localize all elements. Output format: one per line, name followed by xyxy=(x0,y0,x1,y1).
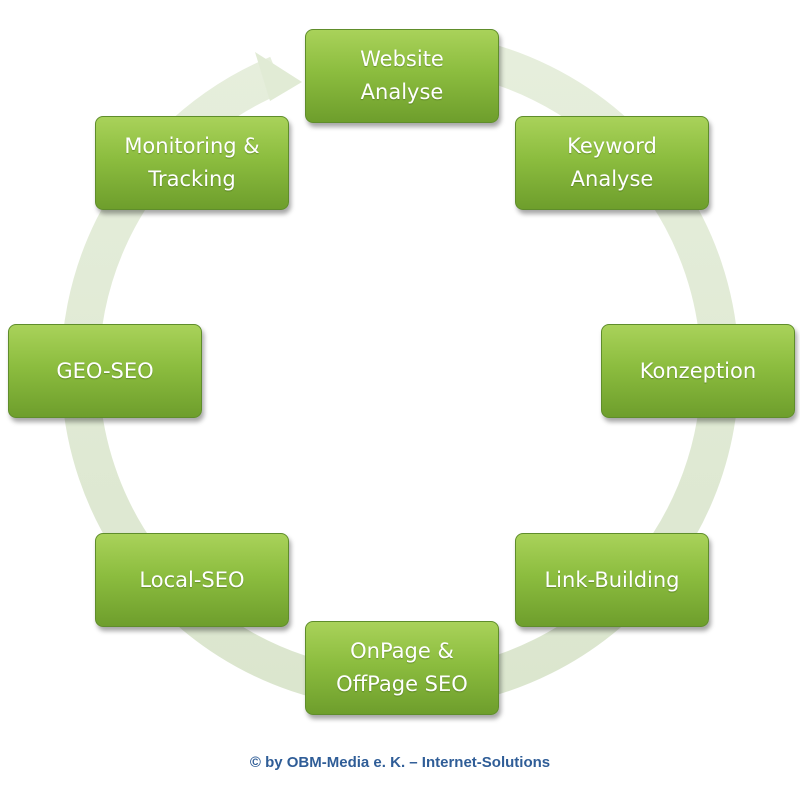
step-label: GEO-SEO xyxy=(56,358,154,383)
step-label: Keyword Analyse xyxy=(567,134,657,191)
step-keyword-analyse: Keyword Analyse xyxy=(515,116,709,210)
step-onpage-offpage-seo: OnPage & OffPage SEO xyxy=(305,621,499,715)
step-label: OnPage & OffPage SEO xyxy=(336,639,468,696)
step-label: Website Analyse xyxy=(360,47,444,104)
step-label: Link-Building xyxy=(544,567,680,592)
step-label: Monitoring & Tracking xyxy=(124,134,260,191)
copyright-text: © by OBM-Media e. K. – Internet-Solution… xyxy=(249,754,551,771)
step-monitoring-tracking: Monitoring & Tracking xyxy=(95,116,289,210)
step-website-analyse: Website Analyse xyxy=(305,29,499,123)
step-label: Konzeption xyxy=(639,358,757,383)
step-konzeption: Konzeption xyxy=(601,324,795,418)
step-label: Local-SEO xyxy=(139,567,245,592)
step-geo-seo: GEO-SEO xyxy=(8,324,202,418)
step-local-seo: Local-SEO xyxy=(95,533,289,627)
cycle-arrowhead xyxy=(255,52,302,101)
step-link-building: Link-Building xyxy=(515,533,709,627)
